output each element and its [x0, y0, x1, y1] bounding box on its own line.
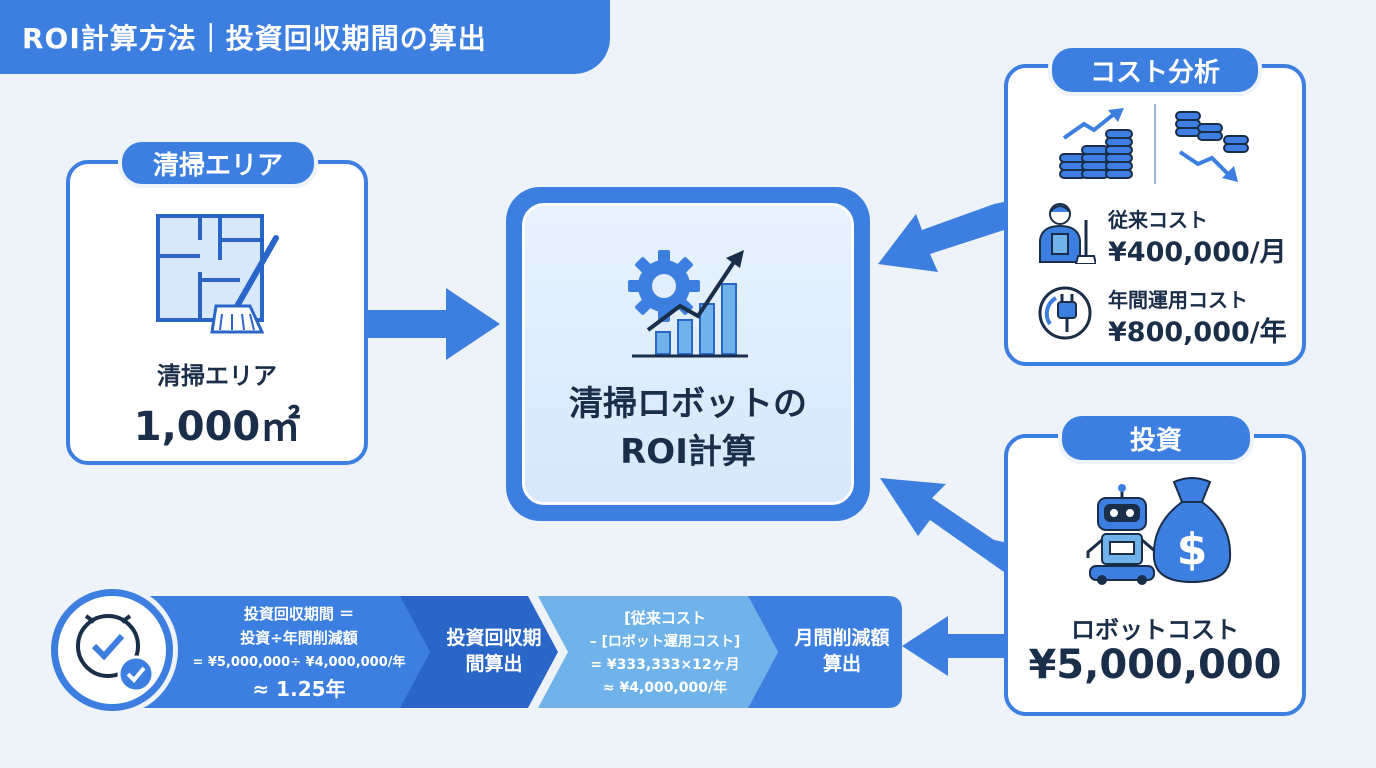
cost-analysis-pill: コスト分析: [1048, 44, 1262, 96]
coins-falling-icon: [1175, 111, 1249, 182]
savings-line3: = ¥333,333×12ヶ月: [590, 657, 740, 673]
money-bag-icon: $: [1152, 477, 1232, 584]
investment-pill: 投資: [1058, 412, 1254, 464]
investment-card: [1004, 434, 1306, 716]
clock-check-icon: [76, 614, 155, 693]
annual-cost-label: 年間運用コスト: [1108, 288, 1248, 312]
savings-line1: [従来コスト: [624, 609, 706, 627]
conventional-cost-label: 従来コスト: [1108, 208, 1208, 232]
gear-growth-chart-icon: [628, 250, 748, 358]
payback-line3: = ¥5,000,000÷ ¥4,000,000/年: [192, 654, 406, 670]
cost-divider: [1154, 104, 1156, 184]
payback-line2: 投資÷年間削減額: [240, 628, 358, 647]
page-title: ROI計算方法｜投資回収期間の算出: [0, 0, 610, 74]
monthly-savings-step: 月間削減額算出: [790, 598, 894, 706]
robot-cost-value: ¥5,000,000: [1028, 642, 1282, 688]
arrow-left-icon: [902, 616, 1006, 676]
payback-step: 投資回収期間 ＝ 投資÷年間削減額 = ¥5,000,000÷ ¥4,000,0…: [186, 598, 412, 706]
savings-line4: ≈ ¥4,000,000/年: [602, 680, 728, 696]
coins-rising-icon: [1059, 108, 1133, 179]
arrow-right-icon: [368, 288, 500, 360]
floor-plan-mop-icon: [156, 214, 279, 334]
payback-calc-step: 投資回収期間算出: [442, 598, 546, 706]
svg-text:$: $: [1177, 524, 1208, 575]
payback-result: ≈ 1.25年: [252, 676, 346, 701]
robot-icon: [1086, 484, 1158, 585]
annual-cost-value: ¥800,000/年: [1108, 317, 1287, 348]
cleaning-area-label: 清掃エリア: [157, 362, 277, 390]
payback-calc-label: 投資回収期間算出: [446, 627, 542, 675]
arrow-up-left-icon: [880, 478, 1004, 572]
roi-center-title-line1: 清掃ロボットの: [569, 384, 807, 424]
monthly-savings-label: 月間削減額算出: [794, 627, 890, 675]
savings-calc-step: [従来コスト – [ロボット運用コスト] = ¥333,333×12ヶ月 ≈ ¥…: [562, 598, 768, 706]
flow-strip: [120, 596, 902, 708]
power-plug-icon: [1038, 286, 1092, 340]
robot-cost-label: ロボットコスト: [1071, 616, 1239, 644]
conventional-cost-value: ¥400,000/月: [1108, 237, 1287, 268]
savings-line2: – [ロボット運用コスト]: [589, 634, 741, 650]
cleaner-person-icon: [1039, 203, 1096, 264]
cleaning-area-value: 1,000㎡: [133, 404, 301, 450]
payback-line1: 投資回収期間 ＝: [243, 604, 355, 623]
cleaning-area-pill: 清掃エリア: [118, 138, 318, 188]
arrow-left-icon: [878, 202, 1004, 272]
roi-center-title-line2: ROI計算: [620, 432, 756, 472]
